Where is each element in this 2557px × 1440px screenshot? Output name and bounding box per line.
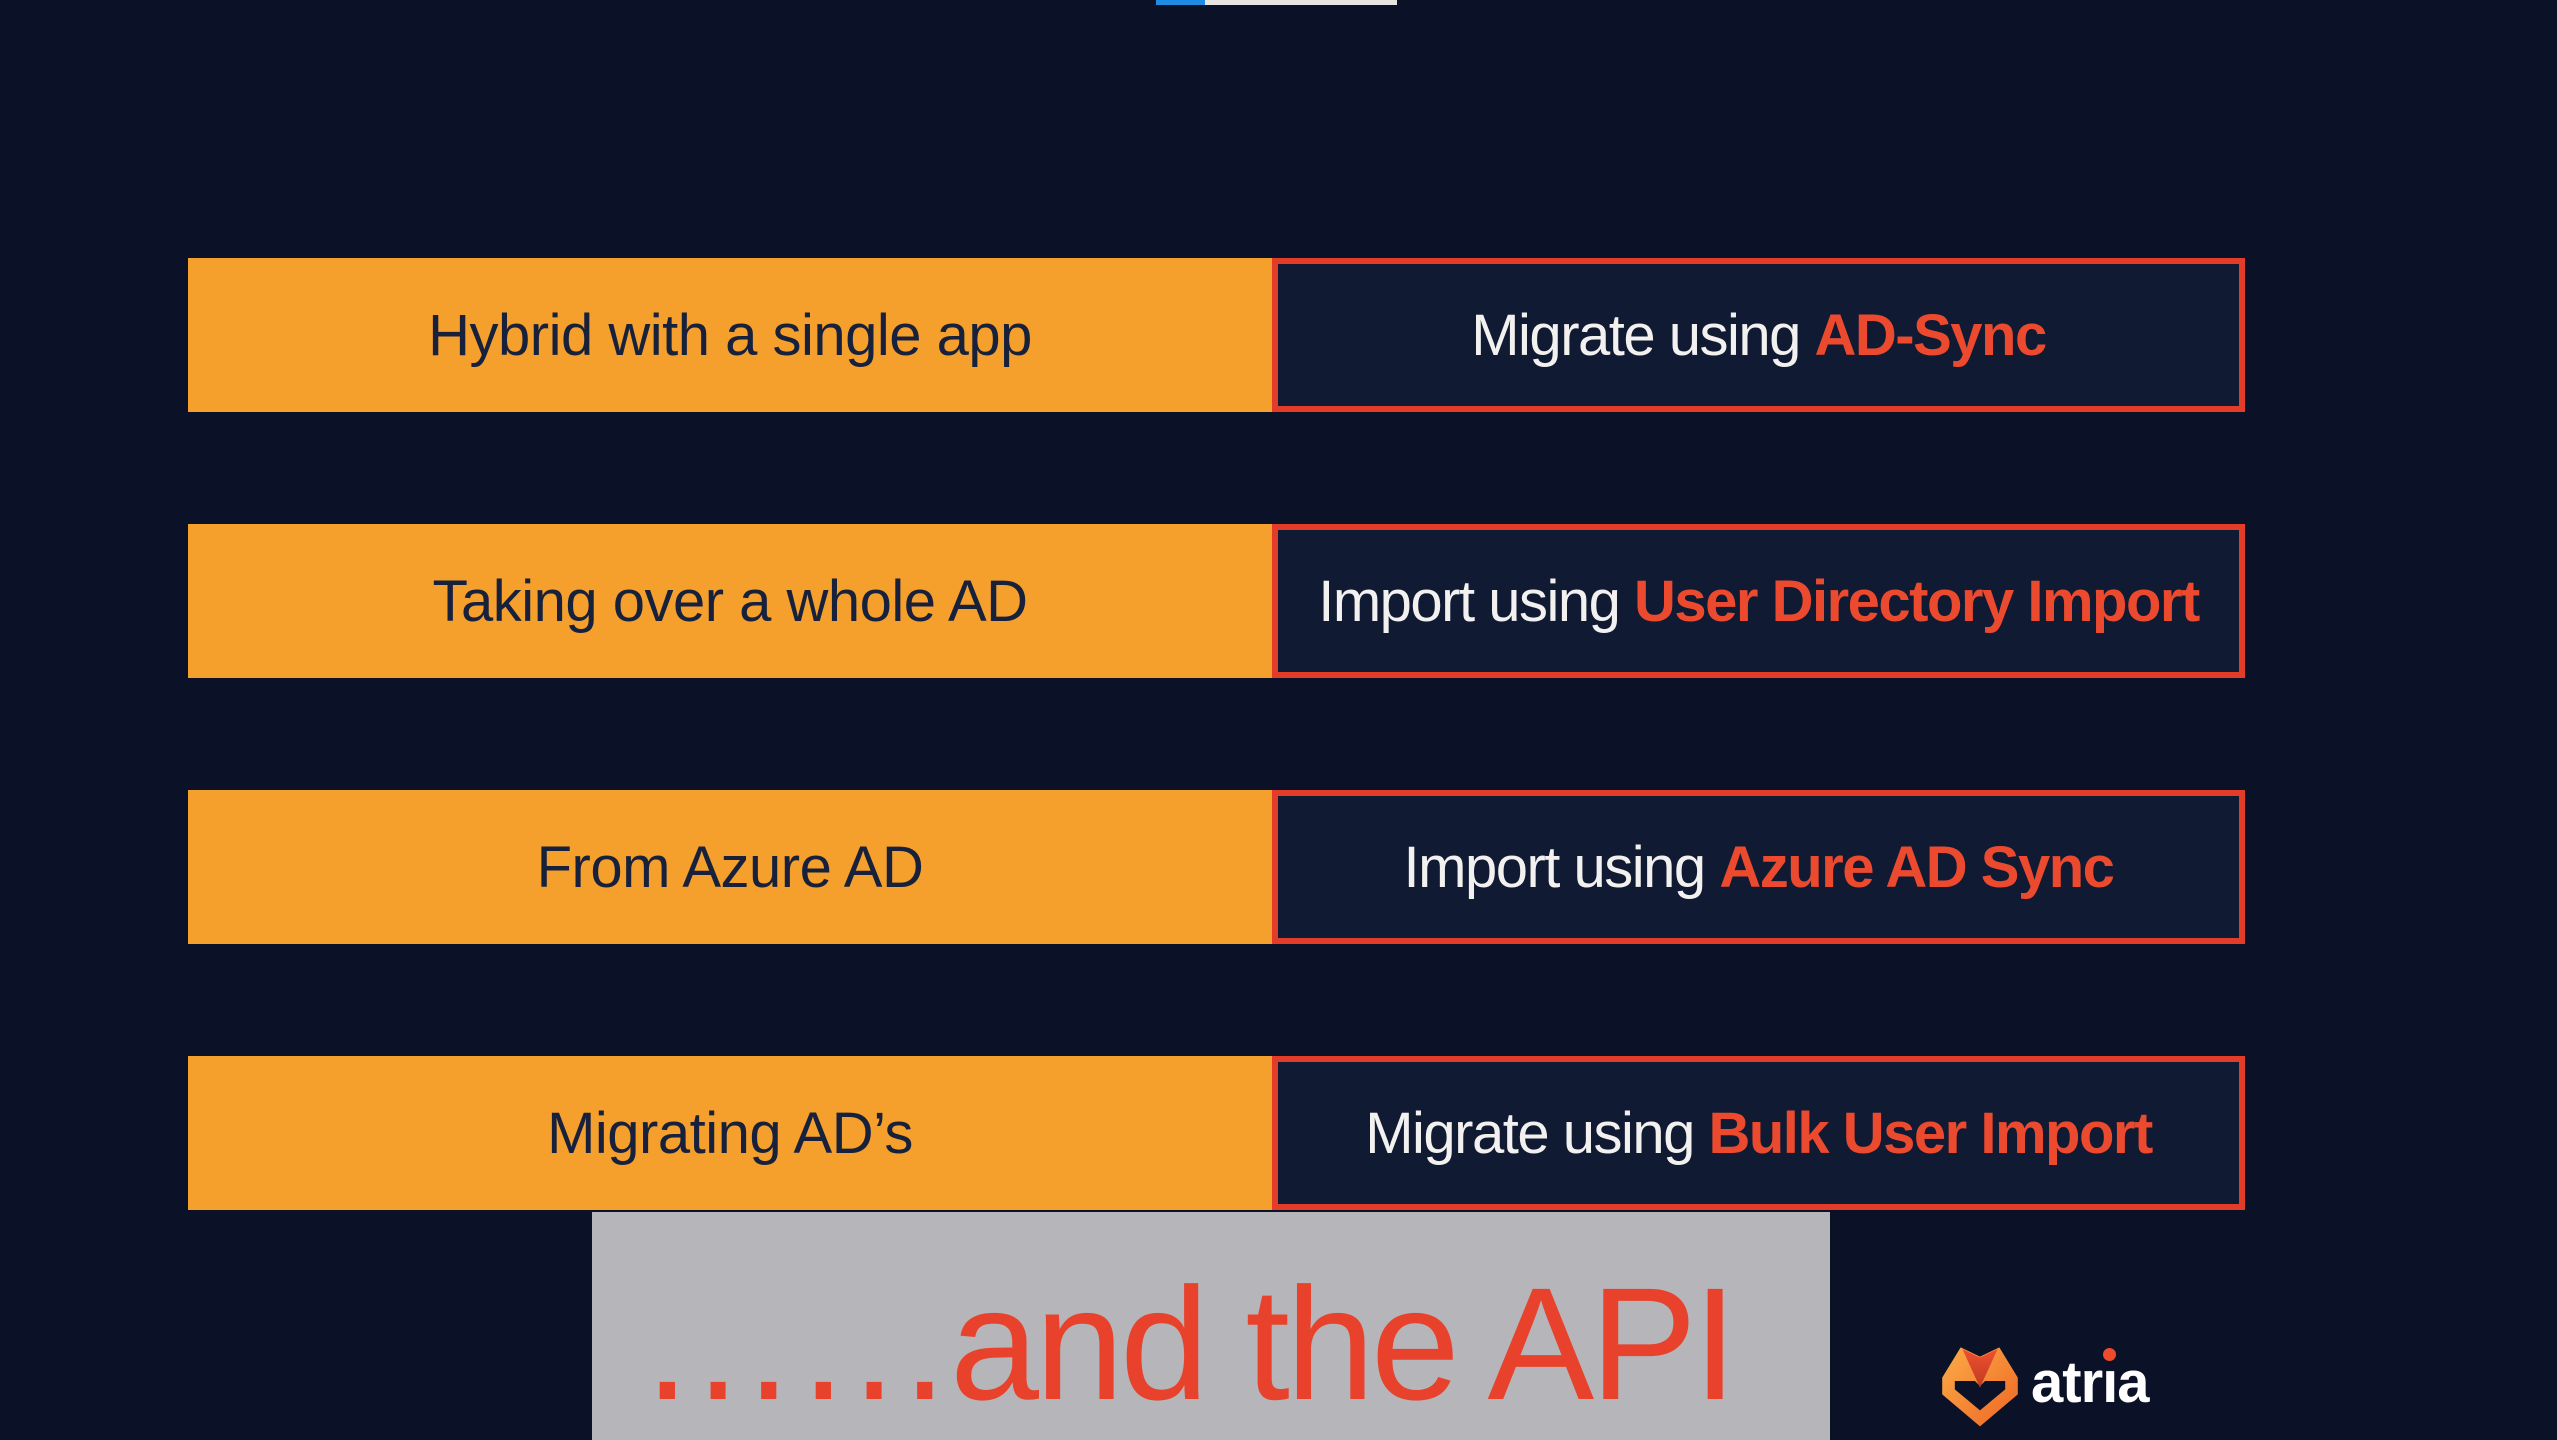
migration-row: From Azure AD Import using Azure AD Sync xyxy=(0,790,2557,944)
method-prefix-label: Migrate using xyxy=(1471,302,1815,368)
method-prefix-label: Import using xyxy=(1318,568,1634,634)
wordmark-part2: a xyxy=(2117,1350,2149,1415)
progress-played-segment xyxy=(1156,0,1205,5)
scenario-box: From Azure AD xyxy=(188,790,1272,944)
media-progress-bar[interactable] xyxy=(1156,0,1397,5)
method-prefix-label: Migrate using xyxy=(1365,1100,1709,1166)
wordmark-i: ı xyxy=(2102,1348,2118,1415)
migration-row: Hybrid with a single app Migrate using A… xyxy=(0,258,2557,412)
scenario-label: From Azure AD xyxy=(536,834,924,900)
scenario-box: Migrating AD’s xyxy=(188,1056,1272,1210)
method-name-label: AD-Sync xyxy=(1814,302,2048,368)
api-banner: ……and the API xyxy=(592,1212,1830,1440)
method-prefix-label: Import using xyxy=(1403,834,1720,900)
progress-remaining-segment xyxy=(1205,0,1397,5)
method-name-label: User Directory Import xyxy=(1633,568,2200,634)
logo-i-dot xyxy=(2103,1348,2117,1361)
api-banner-text: ……and the API xyxy=(638,1254,1737,1433)
scenario-box: Taking over a whole AD xyxy=(188,524,1272,678)
atria-logo-mark-icon xyxy=(1942,1347,2018,1427)
scenario-label: Migrating AD’s xyxy=(547,1100,913,1166)
method-box: Migrate using Bulk User Import xyxy=(1272,1056,2245,1210)
scenario-label: Hybrid with a single app xyxy=(428,302,1032,368)
method-box: Import using Azure AD Sync xyxy=(1272,790,2245,944)
wordmark-part1: atr xyxy=(2031,1350,2103,1415)
method-name-label: Bulk User Import xyxy=(1708,1100,2153,1166)
method-box: Import using User Directory Import xyxy=(1272,524,2245,678)
migration-row: Taking over a whole AD Import using User… xyxy=(0,524,2557,678)
scenario-box: Hybrid with a single app xyxy=(188,258,1272,412)
scenario-label: Taking over a whole AD xyxy=(432,568,1028,634)
method-name-label: Azure AD Sync xyxy=(1719,834,2115,900)
migration-row: Migrating AD’s Migrate using Bulk User I… xyxy=(0,1056,2557,1210)
method-box: Migrate using AD-Sync xyxy=(1272,258,2245,412)
